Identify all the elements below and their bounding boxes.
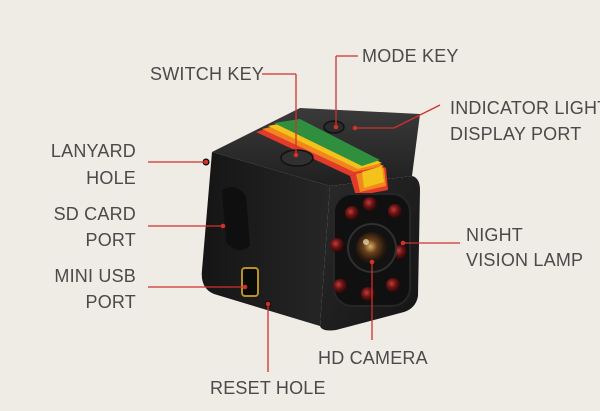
reset-hole-label: RESET HOLE bbox=[210, 378, 326, 398]
mini-usb-label: MINI USB bbox=[54, 266, 136, 286]
mini-usb-port-label: PORT bbox=[85, 292, 136, 312]
leader-lines bbox=[148, 55, 460, 372]
indicator-light-label: INDICATOR LIGHT bbox=[450, 98, 600, 118]
sd-card-slot bbox=[222, 187, 250, 251]
lanyard-label: LANYARD bbox=[50, 141, 136, 161]
display-port-label: DISPLAY PORT bbox=[450, 124, 582, 144]
sd-card-port-label: PORT bbox=[85, 230, 136, 250]
lens-glass bbox=[356, 232, 388, 264]
switch-key-label: SWITCH KEY bbox=[150, 64, 265, 84]
night-label: NIGHT bbox=[466, 225, 523, 245]
mode-key-label: MODE KEY bbox=[362, 46, 459, 66]
lanyard-hole-label: HOLE bbox=[86, 168, 136, 188]
mini-usb-port bbox=[241, 267, 259, 297]
night-vision-lamp-label: VISION LAMP bbox=[466, 250, 584, 270]
rainbow-stripe bbox=[256, 119, 388, 196]
hd-camera-label: HD CAMERA bbox=[318, 348, 428, 368]
switch-key-button bbox=[280, 149, 314, 167]
sd-card-label: SD CARD bbox=[53, 204, 136, 224]
